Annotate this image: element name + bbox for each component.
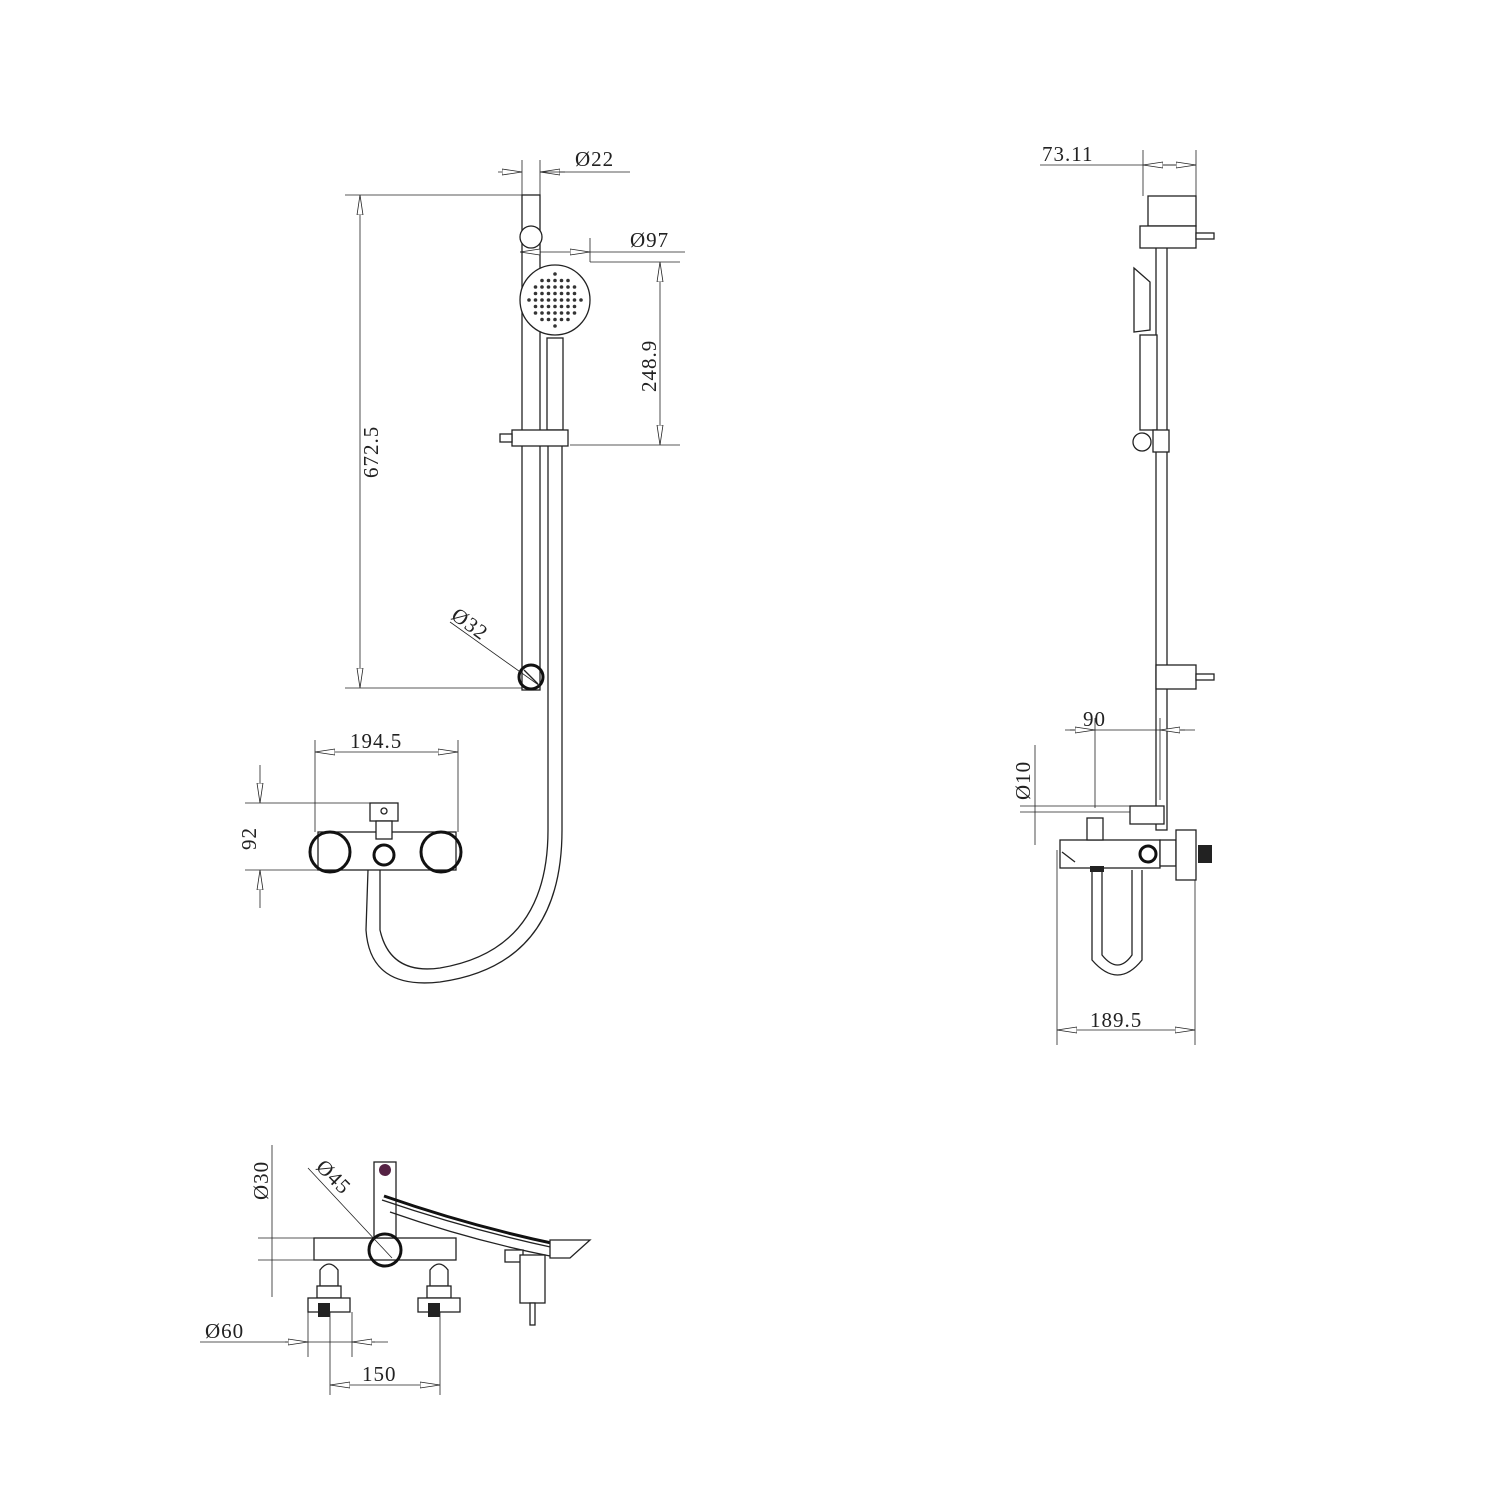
nozzle-dot <box>540 317 544 322</box>
nozzle-dot <box>559 304 564 309</box>
dim-mixer-height: 92 <box>237 827 261 850</box>
left-inlet <box>308 830 352 874</box>
nozzle-dot <box>553 298 557 302</box>
nozzle-dot <box>533 291 538 296</box>
shower-head-side <box>1133 266 1151 333</box>
nozzle-dot <box>553 304 557 309</box>
nozzle-dot <box>533 298 538 302</box>
side-rail <box>1155 199 1168 831</box>
nozzle-dot <box>572 311 577 315</box>
nozzle-dot <box>553 317 557 322</box>
nozzle-dot <box>540 278 544 283</box>
top-wall-bracket <box>1139 225 1197 249</box>
nozzle-dot <box>546 291 551 296</box>
nozzle-dot <box>566 311 570 315</box>
nozzle-dot <box>553 272 557 276</box>
nozzle-dot <box>559 311 564 315</box>
hose-outer <box>379 446 549 970</box>
bottom-mixer-body <box>313 1237 457 1261</box>
nozzle-dot <box>553 311 557 315</box>
nozzle-dot <box>553 324 557 328</box>
nozzle-dot <box>566 317 570 322</box>
dim-inlet-spacing: 150 <box>362 1362 397 1386</box>
nozzle-dot <box>566 278 570 283</box>
nozzle-dot <box>559 317 564 322</box>
dim-rail-length: 672.5 <box>359 426 383 478</box>
nozzle-dot <box>559 291 564 296</box>
valve-body <box>367 1232 403 1268</box>
dim-body-diameter: Ø30 <box>249 1161 273 1200</box>
nozzle-dot <box>540 304 544 309</box>
nozzle-dot <box>553 278 557 283</box>
wall-flange <box>1175 829 1197 881</box>
side-view: 73.11 90 Ø10 189.5 <box>1011 142 1215 1045</box>
nozzle-dot <box>540 298 544 302</box>
dim-valve-diameter: Ø45 <box>311 1155 356 1200</box>
nozzle-dot <box>540 291 544 296</box>
nozzle-dot <box>559 298 564 302</box>
hose-inner <box>365 446 563 984</box>
dim-bracket-diameter: Ø32 <box>447 603 493 645</box>
nozzle-dot <box>533 285 538 289</box>
side-mixer-body <box>1059 839 1161 869</box>
nozzle-dot <box>527 298 531 302</box>
nozzle-dot <box>533 304 538 309</box>
nozzle-dot <box>553 291 557 296</box>
nozzle-dot <box>546 304 551 309</box>
bottom-bracket <box>517 663 545 691</box>
slider-bracket <box>511 429 569 447</box>
nozzle-dot <box>572 285 577 289</box>
top-knob <box>519 225 543 249</box>
side-slider <box>1152 429 1170 453</box>
dim-mixer-width: 194.5 <box>350 729 402 753</box>
shower-handle <box>546 337 564 431</box>
nozzle-dot <box>546 285 551 289</box>
spray-nozzles <box>527 272 583 328</box>
nozzle-dot <box>540 311 544 315</box>
nozzle-dot <box>546 278 551 283</box>
front-view: 672.5 Ø22 Ø97 248.9 Ø32 194.5 92 <box>237 147 685 984</box>
nozzle-dot <box>546 311 551 315</box>
dim-total-depth: 189.5 <box>1090 1008 1142 1032</box>
nozzle-dot <box>572 298 577 302</box>
nozzle-dot <box>566 304 570 309</box>
nozzle-dot <box>572 291 577 296</box>
inlet-thread <box>1198 845 1212 863</box>
diverter <box>1086 817 1104 841</box>
dim-diverter-diameter: Ø10 <box>1011 761 1035 800</box>
right-inlet <box>419 830 463 874</box>
nozzle-dot <box>546 298 551 302</box>
side-handle <box>1139 334 1158 431</box>
dim-top-bracket-projection: 73.11 <box>1042 142 1093 166</box>
nozzle-dot <box>553 285 557 289</box>
nozzle-dot <box>566 291 570 296</box>
nozzle-dot <box>572 304 577 309</box>
nozzle-dot <box>546 317 551 322</box>
bottom-view: Ø30 Ø45 Ø60 150 <box>200 1145 592 1395</box>
nozzle-dot <box>566 285 570 289</box>
dim-spout-offset: 90 <box>1083 707 1106 731</box>
nozzle-dot <box>559 278 564 283</box>
dim-head-diameter: Ø97 <box>630 228 669 252</box>
dim-head-to-slider: 248.9 <box>637 340 661 392</box>
nozzle-dot <box>579 298 583 302</box>
nozzle-dot <box>533 311 538 315</box>
dim-rail-diameter: Ø22 <box>575 147 614 171</box>
nozzle-dot <box>540 285 544 289</box>
nozzle-dot <box>566 298 570 302</box>
bottom-wall-bracket <box>1155 664 1197 690</box>
dim-flange-diameter: Ø60 <box>205 1319 244 1343</box>
nozzle-dot <box>559 285 564 289</box>
